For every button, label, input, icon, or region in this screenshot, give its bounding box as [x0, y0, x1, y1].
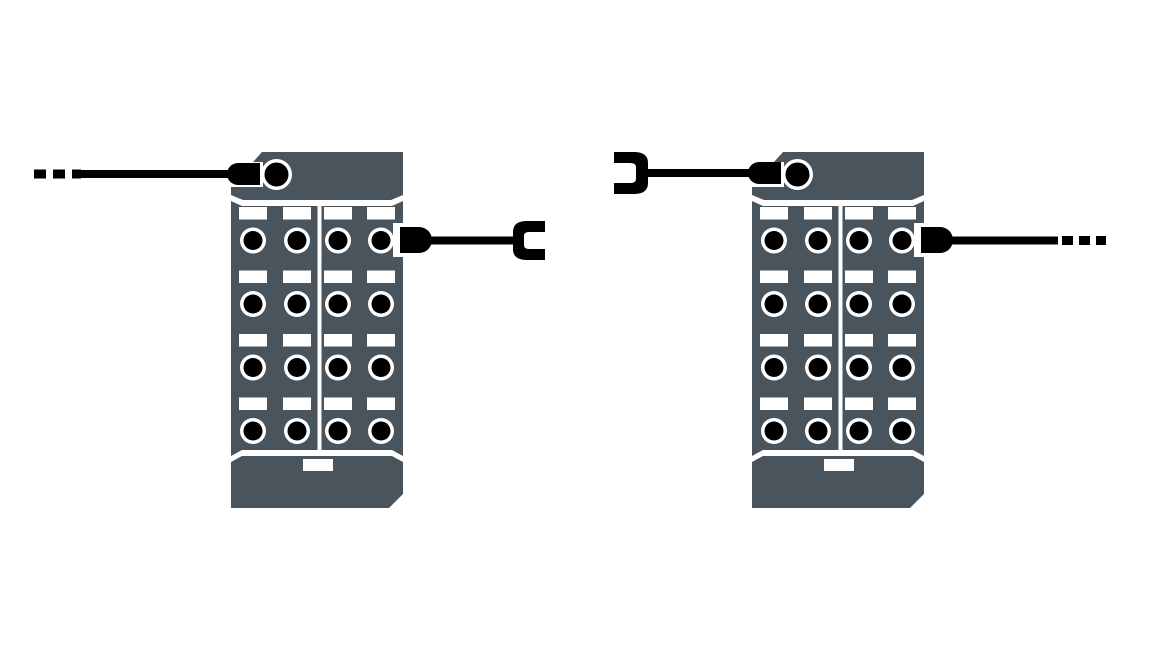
port-socket-hole	[892, 358, 912, 377]
port-socket-hole	[328, 231, 348, 250]
port-socket-hole	[849, 358, 869, 377]
port-socket-hole	[371, 421, 391, 441]
port-label-window	[239, 270, 267, 283]
open-coupling-icon	[513, 221, 545, 260]
port-socket-hole	[287, 294, 307, 314]
port-socket-hole	[287, 231, 307, 250]
cable-plug-icon	[921, 227, 953, 253]
port-socket-hole	[243, 294, 263, 314]
port-label-window	[804, 397, 832, 410]
port-label-window	[367, 270, 395, 283]
port-label-window	[367, 334, 395, 347]
port-label-window	[239, 397, 267, 410]
port-socket-hole	[371, 294, 391, 314]
port-socket-hole	[764, 358, 784, 377]
port-socket-hole	[371, 358, 391, 377]
port-label-window	[283, 207, 311, 220]
port-socket-hole	[328, 294, 348, 314]
port-socket-hole	[764, 231, 784, 250]
port-label-window	[804, 334, 832, 347]
port-socket-hole	[287, 358, 307, 377]
port-socket-hole	[328, 421, 348, 441]
cable-plug-icon	[227, 163, 260, 185]
port-socket-hole	[892, 231, 912, 250]
incoming-cable-module-2	[614, 152, 781, 194]
outgoing-cable-module-2	[914, 223, 1106, 257]
io-module-2	[752, 152, 924, 508]
port-socket-hole	[849, 294, 869, 314]
port-label-window	[324, 334, 352, 347]
port-label-window	[324, 270, 352, 283]
port-label-window	[324, 397, 352, 410]
port-grid	[239, 207, 395, 444]
port-label-window	[888, 270, 916, 283]
port-label-window	[888, 397, 916, 410]
port-socket-hole	[287, 421, 307, 441]
plug-cutout	[393, 223, 404, 257]
port-socket-hole	[808, 294, 828, 314]
port-label-window	[239, 207, 267, 220]
port-socket-hole	[243, 421, 263, 441]
port-socket-hole	[808, 421, 828, 441]
port-label-window	[283, 397, 311, 410]
port-socket-hole	[328, 358, 348, 377]
port-socket-hole	[849, 231, 869, 250]
port-label-window	[324, 207, 352, 220]
port-socket-hole	[764, 421, 784, 441]
port-label-window	[367, 397, 395, 410]
port-socket-hole	[243, 231, 263, 250]
cable-plug-icon	[748, 162, 781, 184]
port-socket-hole	[371, 231, 391, 250]
port-socket-hole	[892, 421, 912, 441]
port-label-window	[845, 397, 873, 410]
io-module-1	[231, 152, 403, 508]
port-socket-hole	[892, 294, 912, 314]
port-label-window	[888, 334, 916, 347]
port-label-window	[804, 270, 832, 283]
port-socket-hole	[243, 358, 263, 377]
port-label-window	[367, 207, 395, 220]
port-label-window	[760, 270, 788, 283]
port-label-window	[760, 397, 788, 410]
port-socket-hole	[808, 358, 828, 377]
port-label-window	[283, 334, 311, 347]
port-label-window	[760, 207, 788, 220]
port-label-window	[845, 334, 873, 347]
port-socket-hole	[764, 294, 784, 314]
port-label-window	[888, 207, 916, 220]
port-label-window	[845, 207, 873, 220]
port-label-window	[283, 270, 311, 283]
port-label-window	[845, 270, 873, 283]
port-grid	[760, 207, 916, 444]
plug-cutout	[914, 223, 925, 257]
outgoing-cable-module-1	[393, 221, 545, 260]
open-coupling-icon	[614, 152, 648, 194]
port-label-window	[760, 334, 788, 347]
port-socket-hole	[849, 421, 869, 441]
port-label-window	[804, 207, 832, 220]
incoming-cable-module-1	[34, 163, 260, 185]
cable-plug-icon	[400, 227, 432, 253]
port-socket-hole	[808, 231, 828, 250]
port-label-window	[239, 334, 267, 347]
